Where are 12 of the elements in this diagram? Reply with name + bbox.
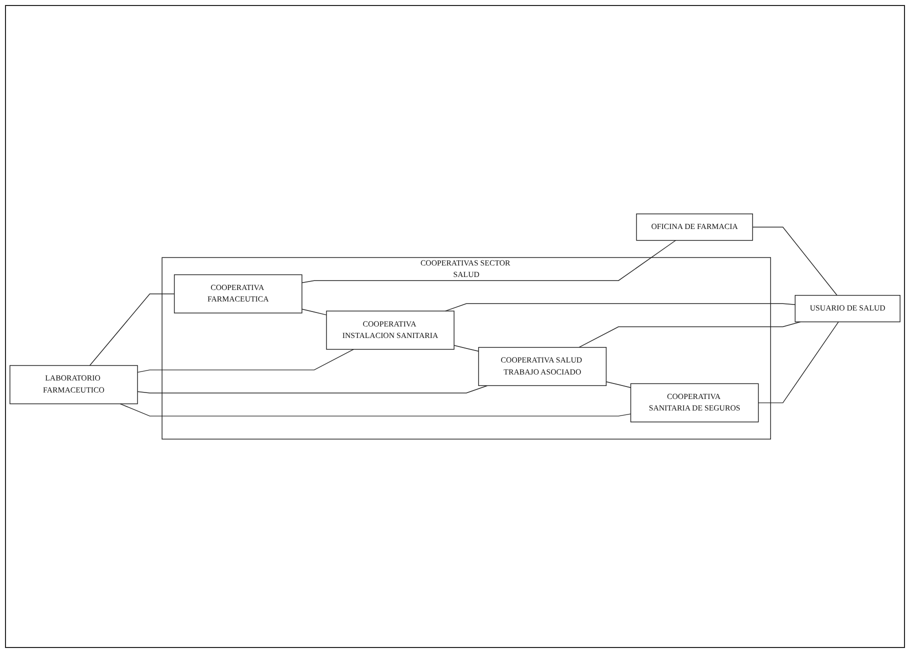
connector xyxy=(606,381,632,388)
connector xyxy=(137,348,354,373)
connector xyxy=(89,294,175,366)
connector xyxy=(454,345,479,352)
connector xyxy=(302,308,327,316)
connector xyxy=(758,321,839,404)
connector xyxy=(137,385,488,394)
connector xyxy=(444,303,796,312)
connector xyxy=(578,321,801,348)
connector xyxy=(302,240,676,284)
connector xyxy=(120,403,632,416)
connector xyxy=(752,226,838,296)
